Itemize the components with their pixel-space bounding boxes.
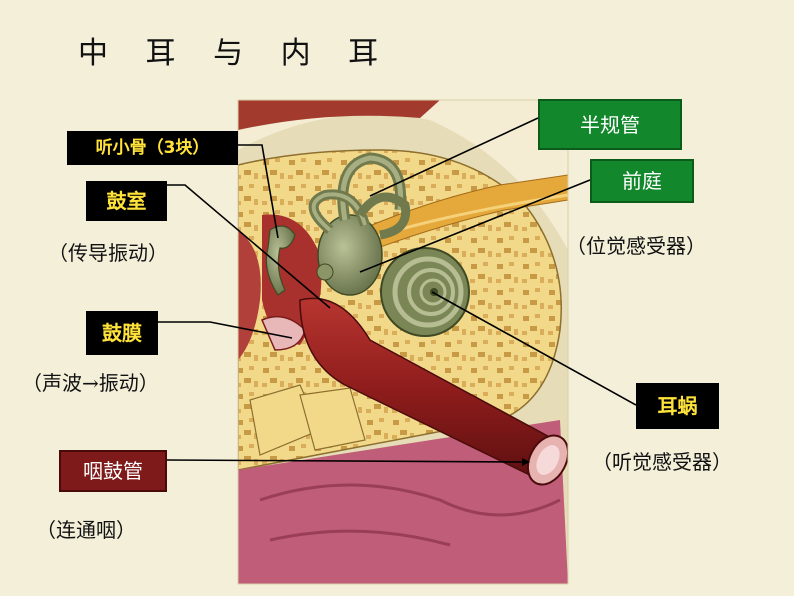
note-eustachian-tube: （连通咽） [36,518,136,542]
note-eardrum: （声波→振动） [22,371,159,395]
note-tympanic-cavity: （传导振动） [48,241,168,265]
label-tympanic-cavity: 鼓室 [86,181,167,221]
label-eustachian-tube: 咽鼓管 [59,450,167,492]
note-vestibule: （位觉感受器） [566,234,706,258]
label-vestibule: 前庭 [590,159,694,203]
page-title: 中 耳 与 内 耳 [78,36,393,71]
label-cochlea: 耳蜗 [636,383,719,429]
upper-tissue [238,100,440,130]
label-eardrum: 鼓膜 [86,311,158,355]
note-cochlea: （听觉感受器） [592,450,732,474]
label-semicircular-canals: 半规管 [538,99,682,150]
label-ossicles: 听小骨（3块） [67,131,238,165]
